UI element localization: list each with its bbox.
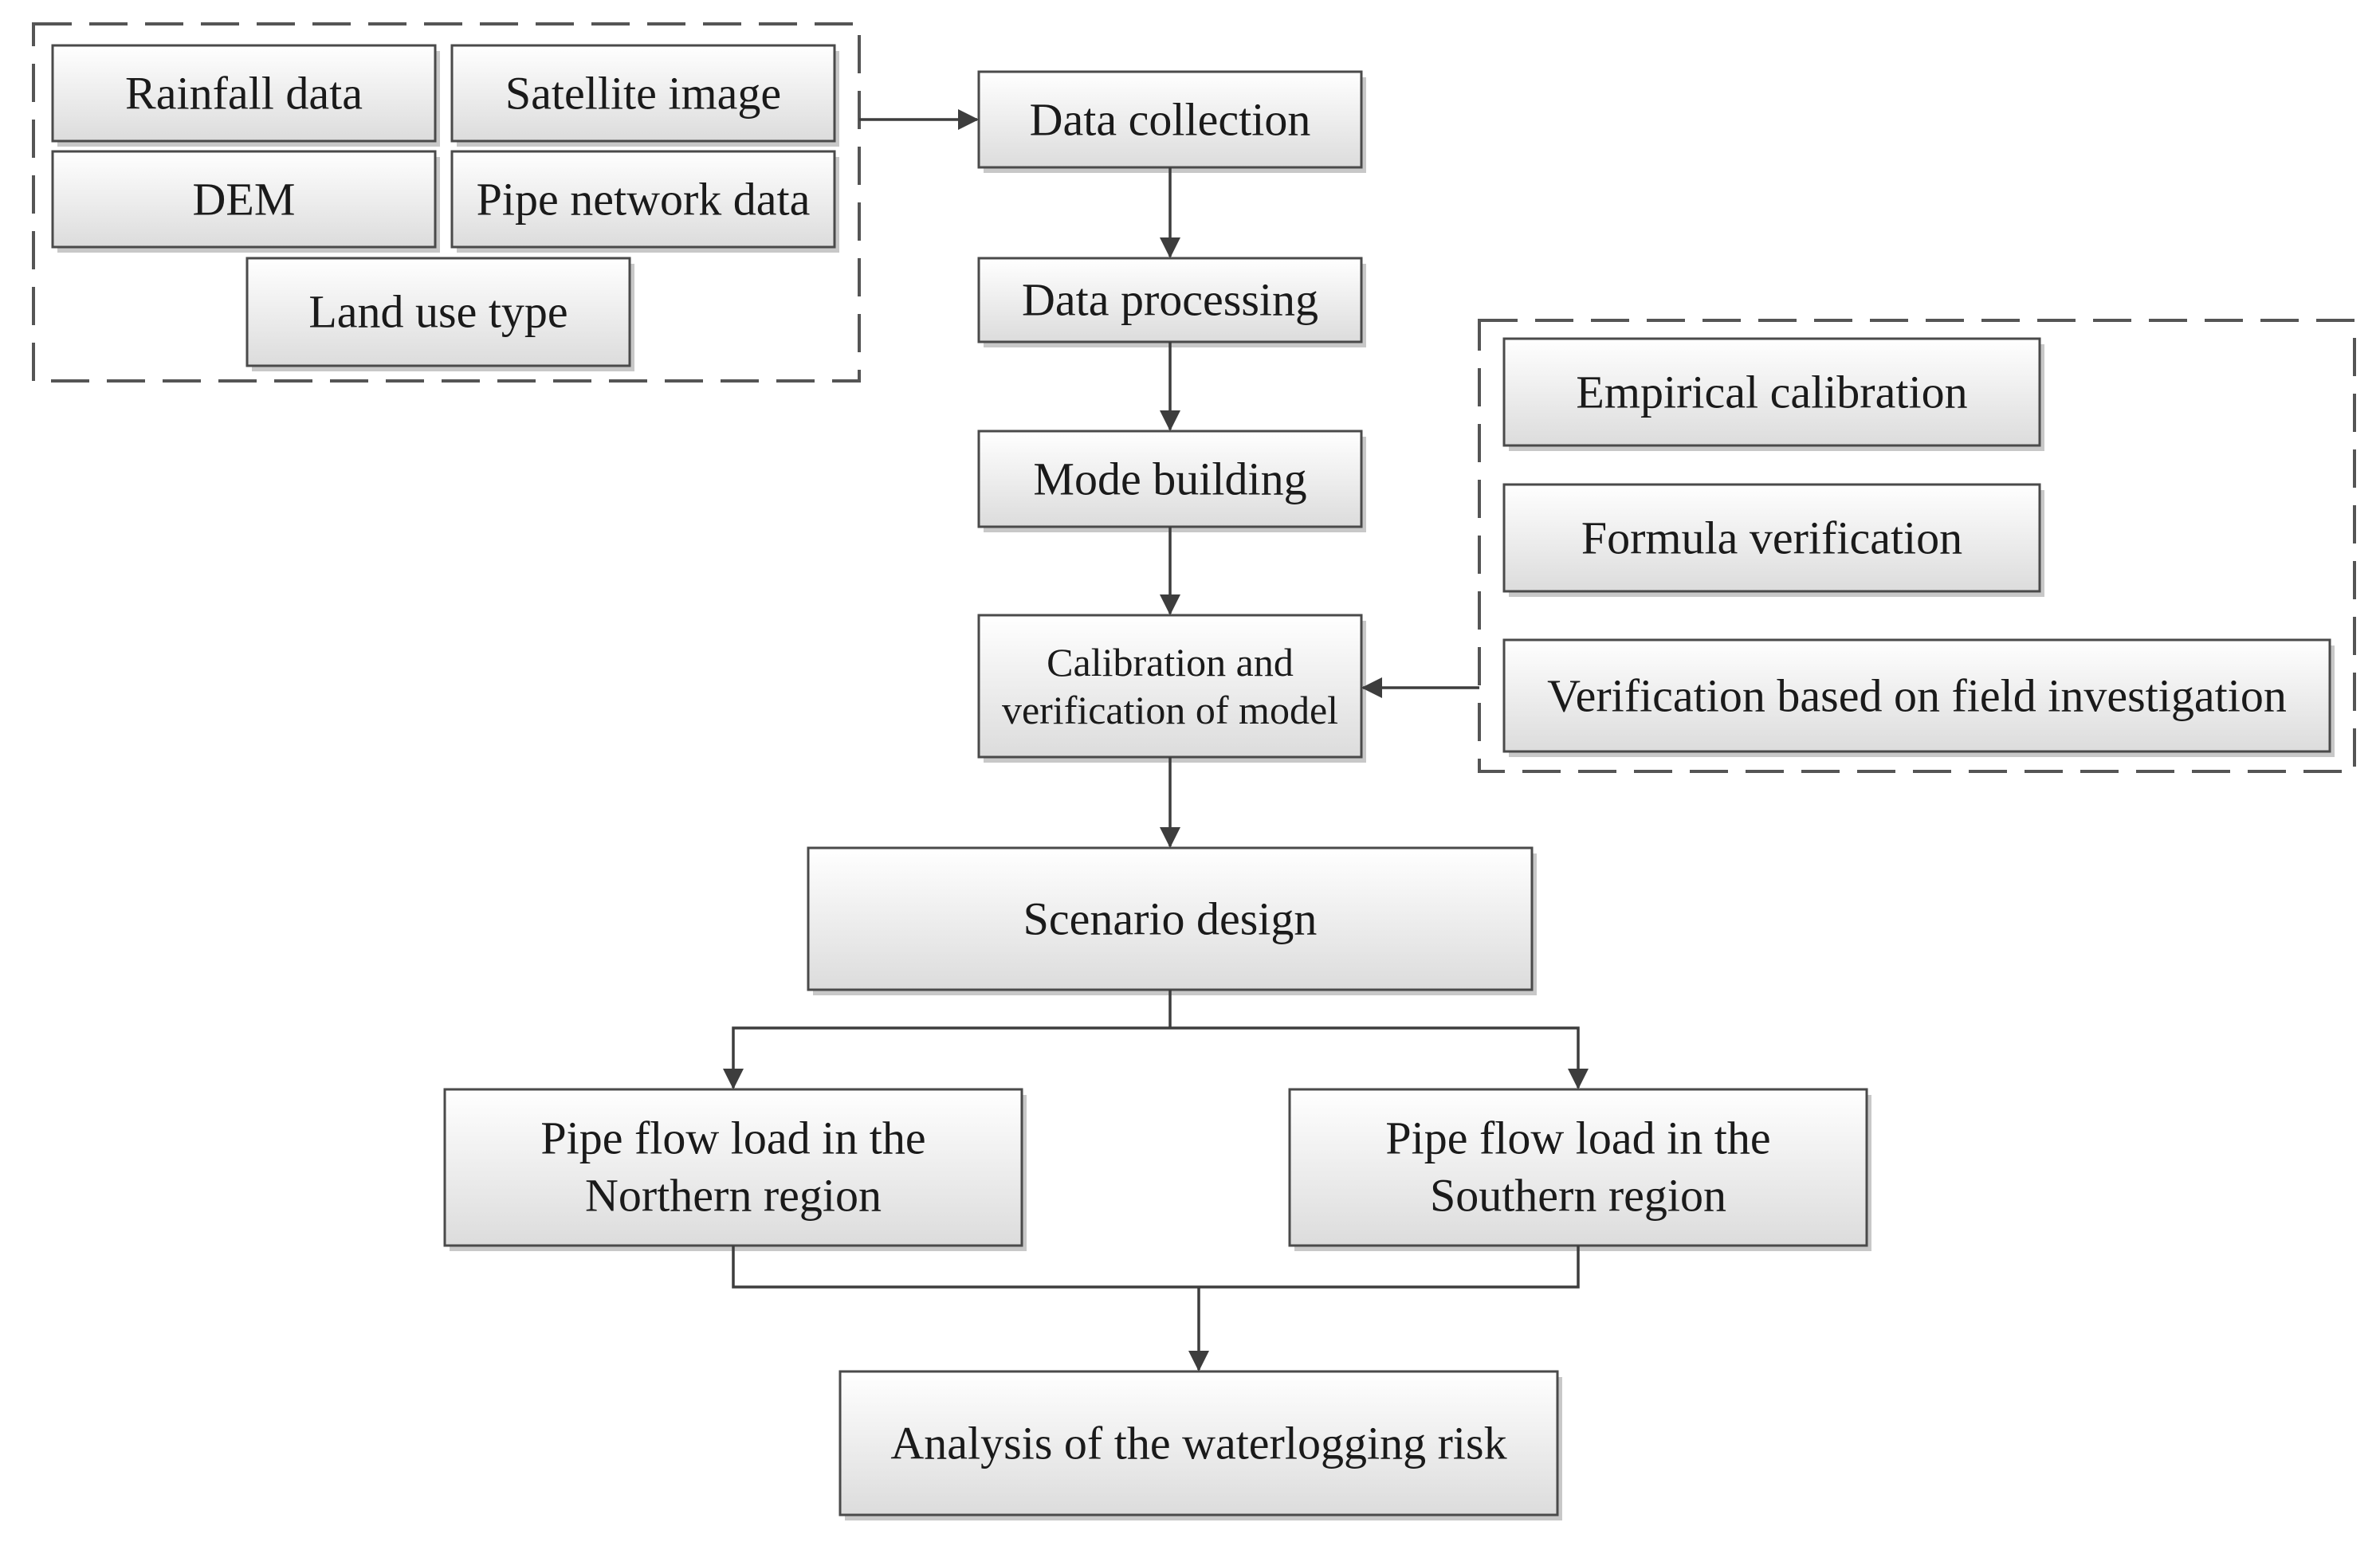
- calibration-methods-group-frame: [1478, 319, 2356, 773]
- southern-pipe-flow-node: Pipe flow load in the Southern region: [1288, 1088, 1871, 1251]
- field-verification-label: Verification based on field investigatio…: [1547, 670, 2287, 722]
- dem-node: DEM: [51, 150, 440, 253]
- input-data-group-frame: [32, 22, 861, 383]
- scenario-design-node: Scenario design: [807, 846, 1537, 995]
- mode-building-label: Mode building: [1033, 453, 1306, 505]
- northern-label-line1: Pipe flow load in the: [540, 1112, 925, 1164]
- empirical-calibration-label: Empirical calibration: [1576, 367, 1967, 418]
- southern-label-line2: Southern region: [1430, 1170, 1726, 1222]
- connector-regions-merge: [732, 1246, 1580, 1289]
- pipe-network-data-label: Pipe network data: [477, 174, 811, 226]
- land-use-type-node: Land use type: [245, 257, 634, 371]
- calibration-label-line1: Calibration and: [1047, 640, 1294, 685]
- empirical-calibration-node: Empirical calibration: [1502, 337, 2044, 451]
- satellite-image-node: Satellite image: [450, 44, 839, 147]
- arrow-scenario-to-southern: [1170, 1026, 1589, 1089]
- land-use-type-label: Land use type: [308, 286, 568, 338]
- calibration-verification-node: Calibration and verification of model: [977, 614, 1366, 763]
- waterlogging-analysis-label: Analysis of the waterlogging risk: [890, 1418, 1506, 1469]
- rainfall-data-node: Rainfall data: [51, 44, 440, 147]
- formula-verification-node: Formula verification: [1502, 483, 2044, 597]
- data-collection-label: Data collection: [1030, 94, 1311, 146]
- waterlogging-analysis-node: Analysis of the waterlogging risk: [838, 1370, 1562, 1520]
- rainfall-data-label: Rainfall data: [125, 68, 363, 120]
- data-processing-label: Data processing: [1022, 274, 1318, 326]
- southern-label-line1: Pipe flow load in the: [1385, 1112, 1770, 1164]
- northern-pipe-flow-node: Pipe flow load in the Northern region: [443, 1088, 1027, 1251]
- formula-verification-label: Formula verification: [1581, 512, 1962, 564]
- dem-label: DEM: [193, 174, 296, 226]
- satellite-image-label: Satellite image: [505, 68, 781, 120]
- mode-building-node: Mode building: [977, 430, 1366, 532]
- data-processing-node: Data processing: [977, 257, 1366, 347]
- calibration-label-line2: verification of model: [1002, 688, 1338, 732]
- northern-label-line2: Northern region: [585, 1170, 882, 1222]
- data-collection-node: Data collection: [977, 70, 1366, 173]
- field-verification-node: Verification based on field investigatio…: [1502, 638, 2335, 757]
- scenario-design-label: Scenario design: [1023, 893, 1318, 945]
- pipe-network-data-node: Pipe network data: [450, 150, 839, 253]
- arrow-scenario-to-northern: [723, 1026, 1170, 1089]
